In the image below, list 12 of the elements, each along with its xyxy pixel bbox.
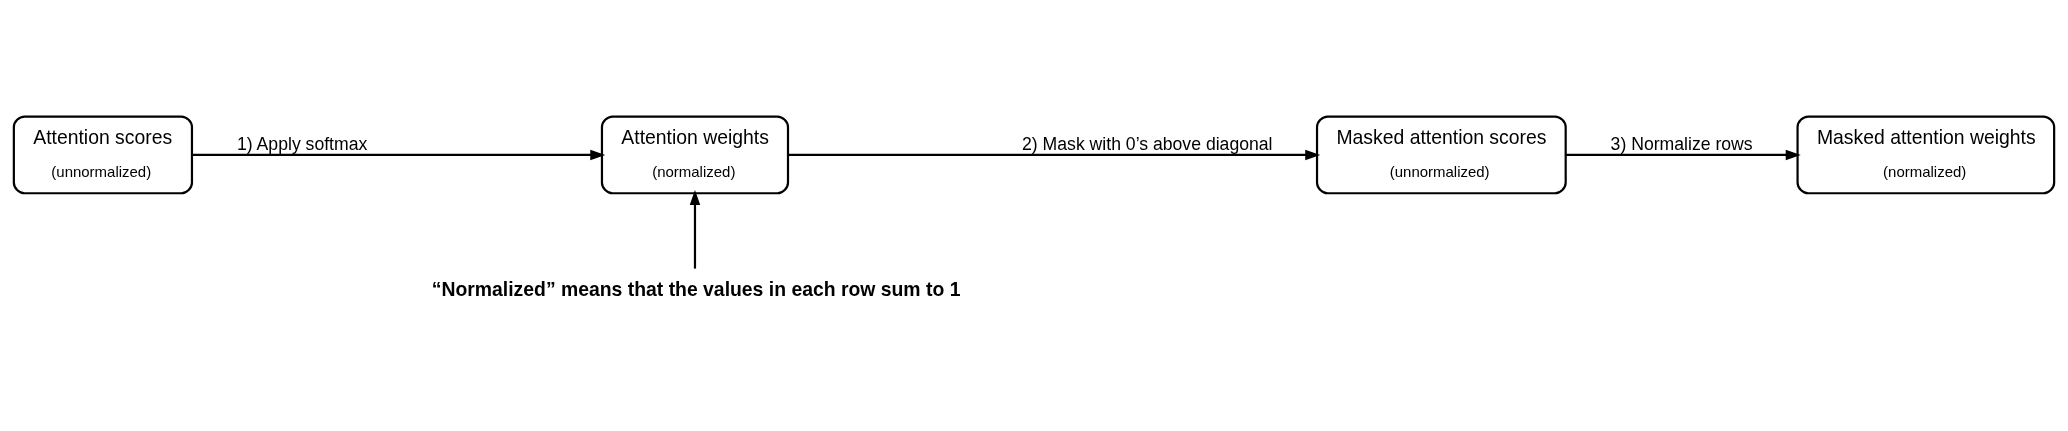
node-box: Masked attention scores (unnormalized) <box>1315 115 1567 195</box>
node-box: Attention weights (normalized) <box>600 115 790 195</box>
arrow <box>1565 149 1801 161</box>
node-text: “Normalized” means that the values in each row sum to 1 <box>431 277 961 300</box>
edge-label: 3) Normalize rows <box>1610 133 1753 154</box>
node-box: Attention scores (unnormalized) <box>12 115 194 195</box>
arrow <box>788 149 1321 161</box>
arrow <box>689 189 701 269</box>
edge-label: 2) Mask with 0’s above diagonal <box>1022 133 1273 154</box>
arrow <box>192 149 606 161</box>
node-box: Masked attention weights (normalized) <box>1796 115 2056 195</box>
edge-label: 1) Apply softmax <box>237 133 368 154</box>
